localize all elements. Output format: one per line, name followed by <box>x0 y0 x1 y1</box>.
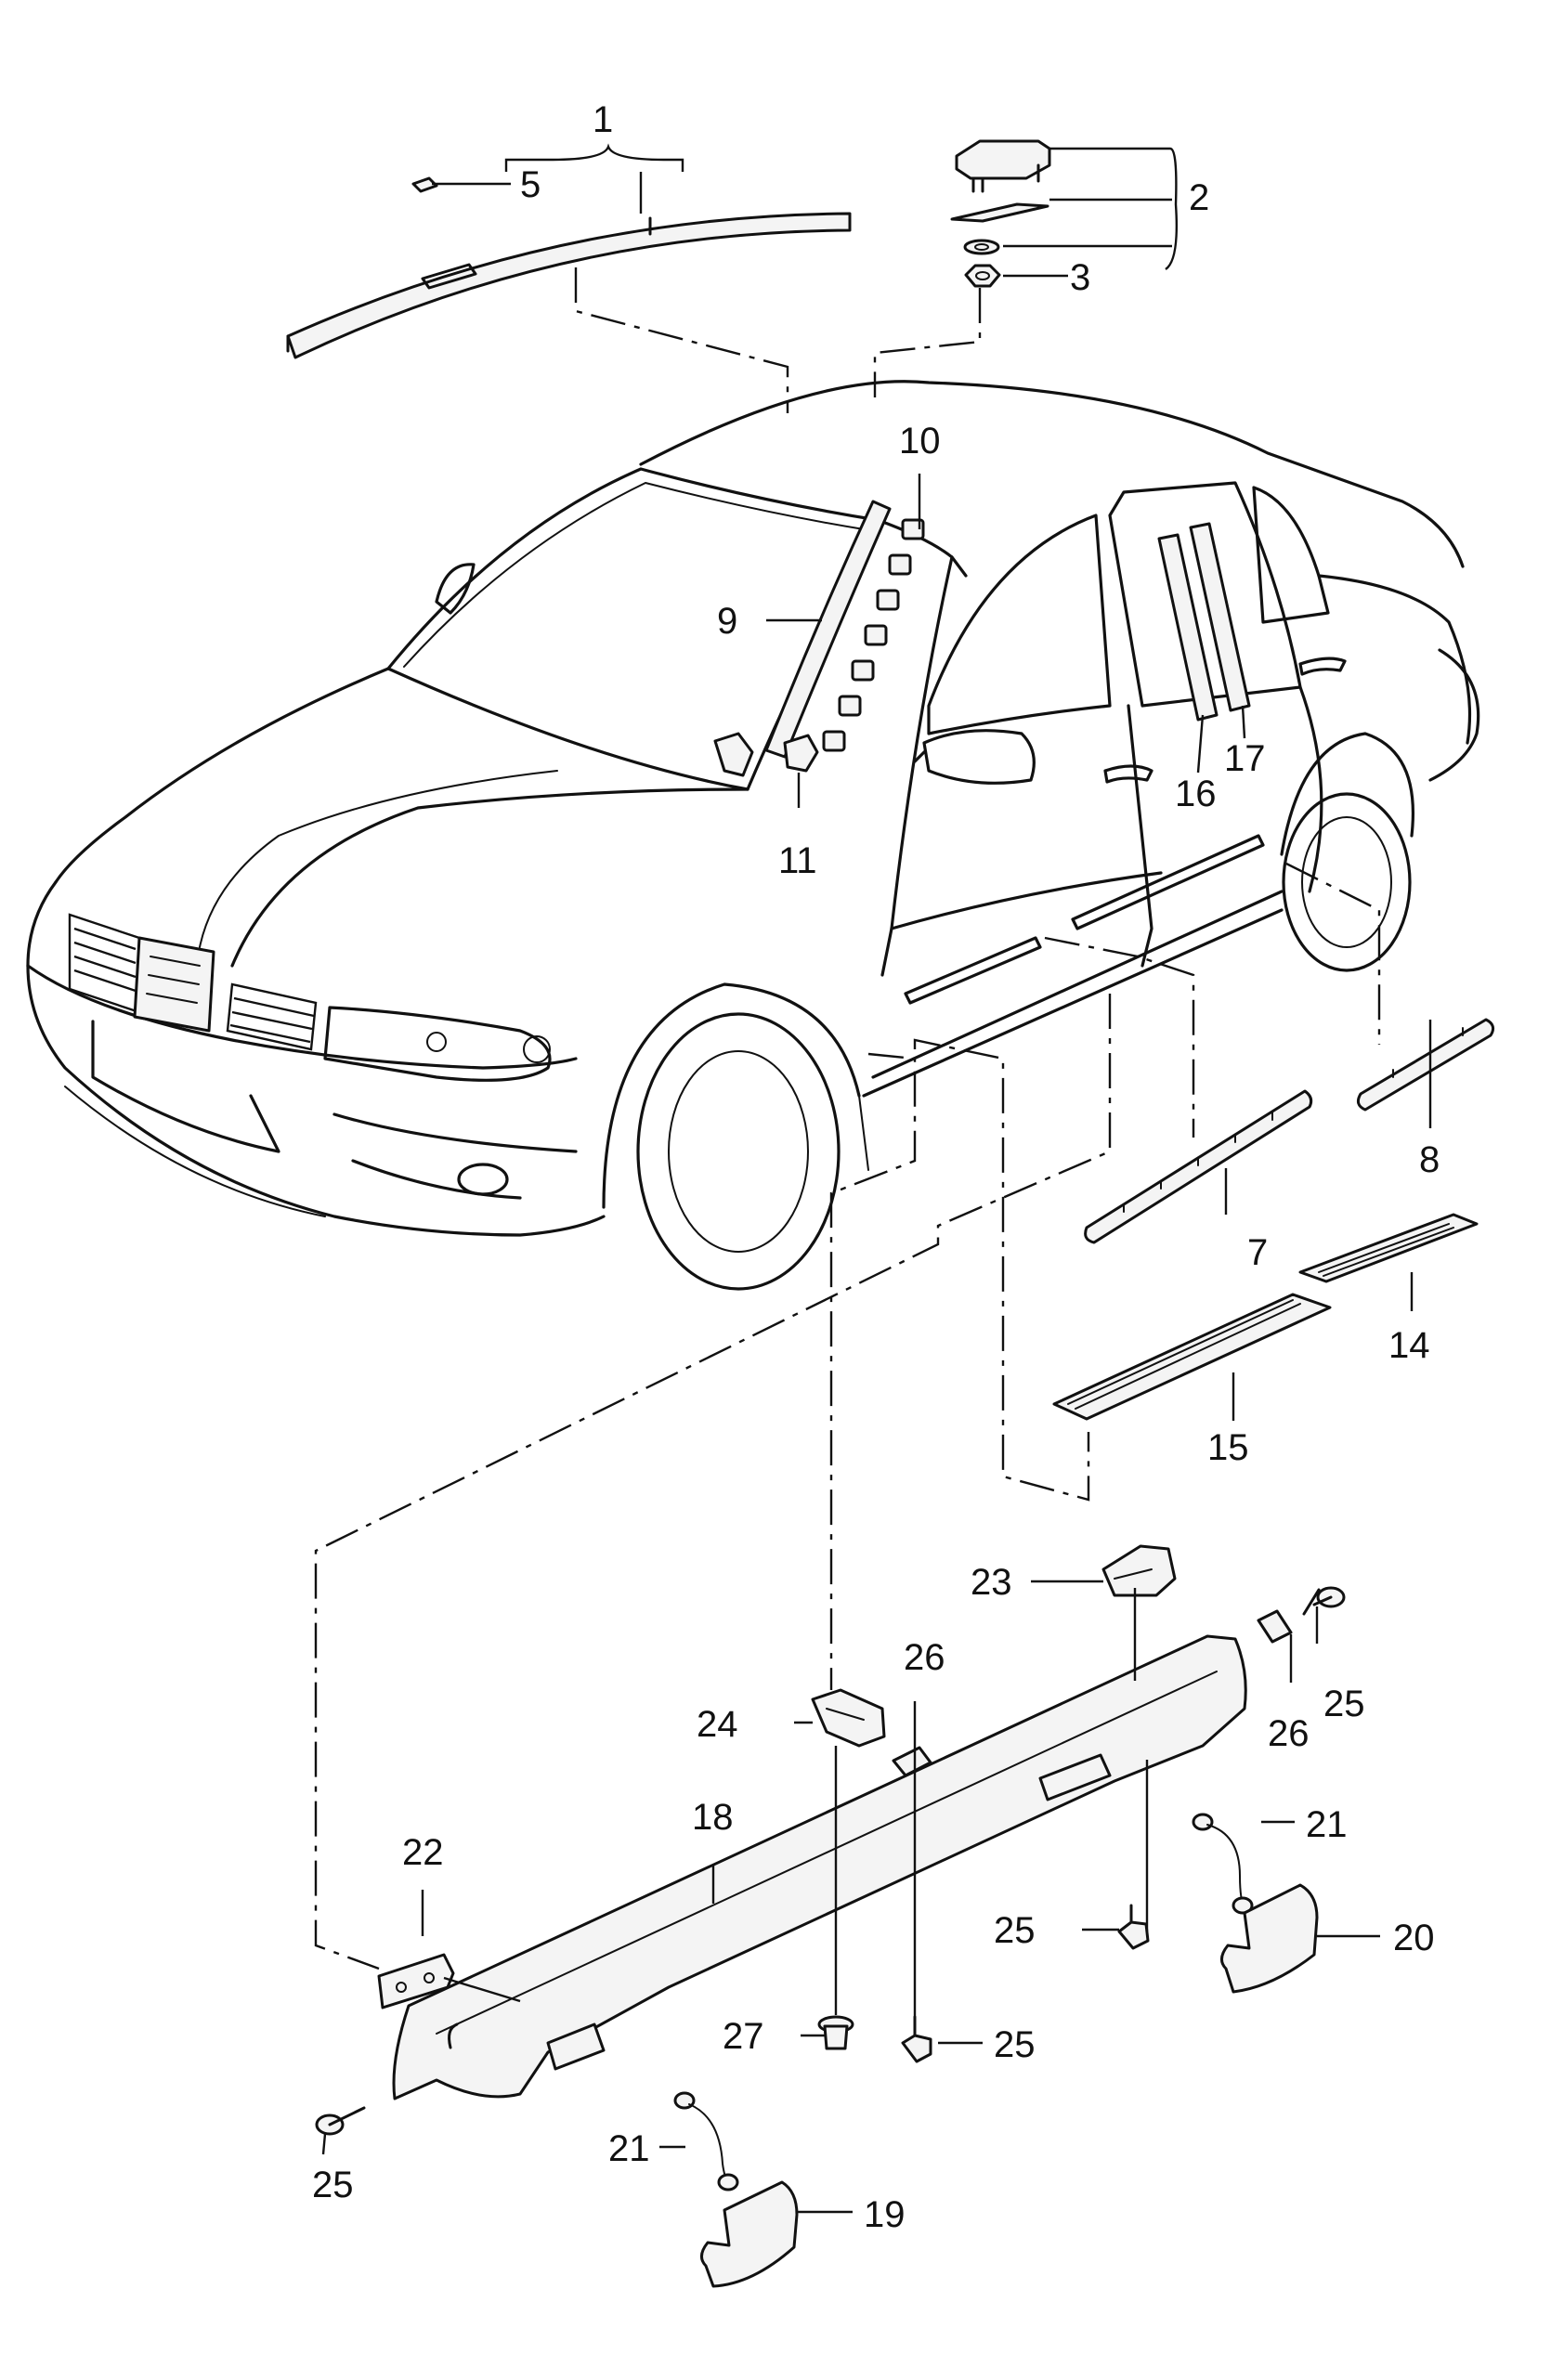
screw-top-right[interactable] <box>1302 1586 1346 1616</box>
roof-trim-strip[interactable] <box>286 212 852 359</box>
callout-11: 11 <box>778 840 817 881</box>
callout-26-right: 26 <box>1268 1713 1310 1754</box>
callout-17: 17 <box>1224 738 1266 779</box>
callout-21-right: 21 <box>1306 1804 1348 1845</box>
callout-25-top-right: 25 <box>1323 1684 1365 1724</box>
roof-trim-clip[interactable] <box>411 176 438 193</box>
callout-10: 10 <box>899 421 941 462</box>
tether-nut-right[interactable] <box>1192 1813 1254 1915</box>
assembly-lines <box>314 267 1381 1970</box>
callout-20: 20 <box>1393 1918 1435 1958</box>
door-sill-trim-front[interactable] <box>1084 1089 1313 1244</box>
entry-scuff-plate-front[interactable] <box>1052 1293 1332 1421</box>
skirt-end-cap-rear[interactable] <box>1220 1883 1319 1994</box>
callout-25-middle-right: 25 <box>994 1910 1036 1951</box>
callout-2: 2 <box>1189 177 1209 218</box>
callout-25-middle: 25 <box>994 2024 1036 2065</box>
callout-16: 16 <box>1175 774 1217 814</box>
a-pillar-trim[interactable] <box>713 500 892 777</box>
expanding-rivet[interactable] <box>817 2015 854 2050</box>
callout-9: 9 <box>717 601 737 642</box>
side-skirt[interactable] <box>392 1634 1247 2100</box>
clip-nut-right[interactable] <box>1257 1609 1293 1644</box>
car-body <box>26 380 1480 1291</box>
screw-bottom-left[interactable] <box>315 2106 366 2136</box>
callout-24: 24 <box>697 1704 738 1745</box>
callout-18: 18 <box>692 1797 734 1838</box>
callout-3: 3 <box>1070 257 1090 298</box>
roof-trim-mount-set[interactable] <box>950 139 1051 255</box>
clip-nut-left[interactable] <box>892 1746 932 1777</box>
a-pillar-clips[interactable] <box>822 518 925 752</box>
skirt-retainer-upper[interactable] <box>1101 1544 1177 1597</box>
screw-middle-right[interactable] <box>1117 1904 1150 1950</box>
callout-5: 5 <box>520 164 541 205</box>
callout-8: 8 <box>1419 1139 1440 1180</box>
entry-scuff-plate-rear[interactable] <box>1298 1213 1479 1283</box>
callout-23: 23 <box>971 1562 1012 1603</box>
callout-27: 27 <box>723 2016 764 2057</box>
callout-25-bottom-left: 25 <box>312 2165 354 2205</box>
door-sill-trim-rear[interactable] <box>1356 1018 1495 1112</box>
b-pillar-trim-front[interactable] <box>1157 533 1219 722</box>
skirt-retainer-lower[interactable] <box>811 1688 886 1748</box>
callout-14: 14 <box>1388 1325 1430 1366</box>
callout-labels: 1 5 2 3 10 9 11 16 17 8 7 14 15 23 26 25… <box>312 99 1440 2235</box>
callout-22: 22 <box>402 1832 444 1873</box>
callout-26-left: 26 <box>904 1637 945 1678</box>
brand-emblem <box>133 936 215 1033</box>
b-pillar-trim-rear[interactable] <box>1189 522 1251 712</box>
callout-1: 1 <box>593 99 613 140</box>
tether-nut-left[interactable] <box>673 2091 739 2191</box>
skirt-end-cap-front[interactable] <box>700 2180 799 2288</box>
leader-lines <box>321 143 1432 2214</box>
callout-7: 7 <box>1247 1232 1268 1273</box>
screw-middle[interactable] <box>901 2015 932 2063</box>
callout-21-left: 21 <box>608 2128 650 2169</box>
hex-nut[interactable] <box>964 264 1001 288</box>
callout-19: 19 <box>864 2194 906 2235</box>
a-pillar-lower-clip[interactable] <box>783 734 819 773</box>
callout-15: 15 <box>1207 1427 1249 1468</box>
